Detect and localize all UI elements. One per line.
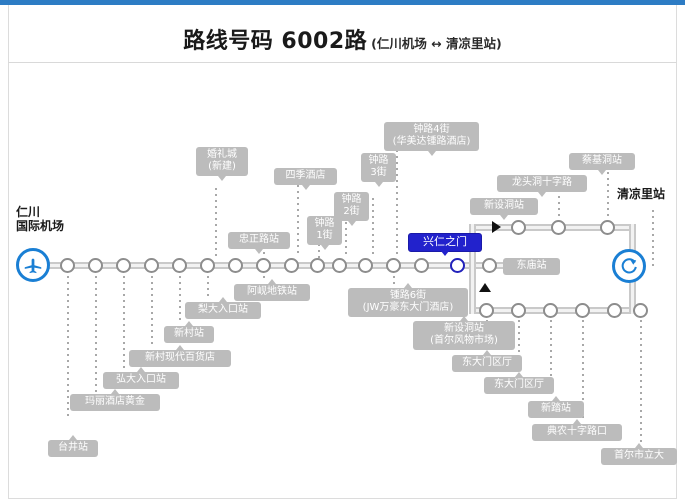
leader-line <box>372 198 374 256</box>
station-node[interactable] <box>511 303 526 318</box>
leader-line <box>179 276 181 324</box>
station-label[interactable]: 东大门区厅 <box>452 350 522 372</box>
station-node[interactable] <box>479 303 494 318</box>
leader-line <box>652 210 654 270</box>
station-node[interactable] <box>256 258 271 273</box>
station-node[interactable] <box>144 258 159 273</box>
station-node[interactable] <box>511 220 526 235</box>
station-label[interactable]: 新村站 <box>164 321 214 343</box>
leader-line <box>215 188 217 256</box>
station-label[interactable]: 梨大入口站 <box>185 297 261 319</box>
leader-line <box>263 276 265 282</box>
station-label[interactable]: 忠正路站 <box>228 232 290 254</box>
station-label[interactable]: 钟路4街 (华美达锺路酒店) <box>384 122 479 156</box>
selected-station-label[interactable]: 兴仁之门 <box>408 233 482 256</box>
station-node[interactable] <box>310 258 325 273</box>
origin-label: 仁川 国际机场 <box>16 205 65 233</box>
station-label[interactable]: 钟路 3街 <box>361 153 396 187</box>
station-node[interactable] <box>116 258 131 273</box>
route-endpoints-subtitle: (仁川机场 ↔ 清凉里站) <box>371 36 502 51</box>
station-label[interactable]: 东庙站 <box>503 258 560 275</box>
leader-line <box>345 222 347 258</box>
station-label[interactable]: 新村现代百货店 <box>129 345 231 367</box>
leader-line <box>67 276 69 419</box>
station-node[interactable] <box>386 258 401 273</box>
station-node[interactable] <box>607 303 622 318</box>
station-node[interactable] <box>200 258 215 273</box>
loop-turnaround-icon[interactable] <box>612 249 646 283</box>
station-label[interactable]: 首尔市立大 <box>601 443 677 465</box>
station-node[interactable] <box>575 303 590 318</box>
station-label[interactable]: 四季酒店 <box>274 168 337 190</box>
station-label[interactable]: 龙头洞十字路 <box>497 175 587 197</box>
station-label[interactable]: 新踏站 <box>528 396 584 418</box>
leader-line <box>207 276 209 300</box>
leader-line <box>393 276 395 284</box>
station-node[interactable] <box>228 258 243 273</box>
station-label[interactable]: 钟路 1街 <box>307 216 342 250</box>
page-title: 路线号码 6002路(仁川机场 ↔ 清凉里站) <box>9 23 676 55</box>
station-label[interactable]: 钟路 2街 <box>334 192 369 226</box>
leader-line <box>297 185 299 257</box>
station-label[interactable]: 典农十字路口 <box>532 419 622 441</box>
route-number-title: 路线号码 6002路 <box>183 29 368 54</box>
leader-line <box>318 238 320 258</box>
station-label[interactable]: 新设洞站 <box>470 198 538 220</box>
station-node[interactable] <box>633 303 648 318</box>
leader-line <box>558 190 560 218</box>
leader-line <box>263 240 265 258</box>
station-label[interactable]: 阿岘地铁站 <box>234 279 310 301</box>
leader-line <box>396 150 398 256</box>
station-label[interactable]: 新设洞站 (首尔风物市场) <box>413 316 515 350</box>
station-node[interactable] <box>543 303 558 318</box>
station-label[interactable]: 蔡基洞站 <box>569 153 635 175</box>
top-accent-bar <box>0 0 685 5</box>
station-node[interactable] <box>600 220 615 235</box>
station-node[interactable] <box>332 258 347 273</box>
station-node[interactable] <box>414 258 429 273</box>
page-header: 路线号码 6002路(仁川机场 ↔ 清凉里站) <box>8 5 677 63</box>
leader-line <box>640 320 642 446</box>
station-node[interactable] <box>88 258 103 273</box>
direction-arrow-right-icon <box>492 221 501 233</box>
leader-line <box>607 172 609 218</box>
station-label[interactable]: 玛丽酒店黄金 <box>70 389 160 411</box>
leader-line <box>95 276 97 394</box>
station-label[interactable]: 锺路6街 (JW万豪东大门酒店) <box>348 283 468 317</box>
station-node[interactable] <box>551 220 566 235</box>
station-node[interactable] <box>358 258 373 273</box>
station-node[interactable] <box>284 258 299 273</box>
leader-line <box>582 320 584 422</box>
station-label[interactable]: 台井站 <box>48 435 98 457</box>
station-node[interactable] <box>482 258 497 273</box>
leader-line <box>123 276 125 370</box>
station-node-selected[interactable] <box>450 258 465 273</box>
station-label[interactable]: 婚礼城 (新建) <box>196 147 248 181</box>
station-node[interactable] <box>172 258 187 273</box>
airport-icon[interactable] <box>16 248 50 282</box>
leader-line <box>518 320 520 372</box>
station-label[interactable]: 东大门区厅 <box>484 372 554 394</box>
terminus-label: 清凉里站 <box>617 187 666 201</box>
leader-line <box>550 320 552 398</box>
direction-arrow-up-icon <box>479 283 491 292</box>
route-track-loop-left <box>469 224 476 314</box>
leader-line <box>151 276 153 348</box>
station-label[interactable]: 弘大入口站 <box>103 367 179 389</box>
station-node[interactable] <box>60 258 75 273</box>
